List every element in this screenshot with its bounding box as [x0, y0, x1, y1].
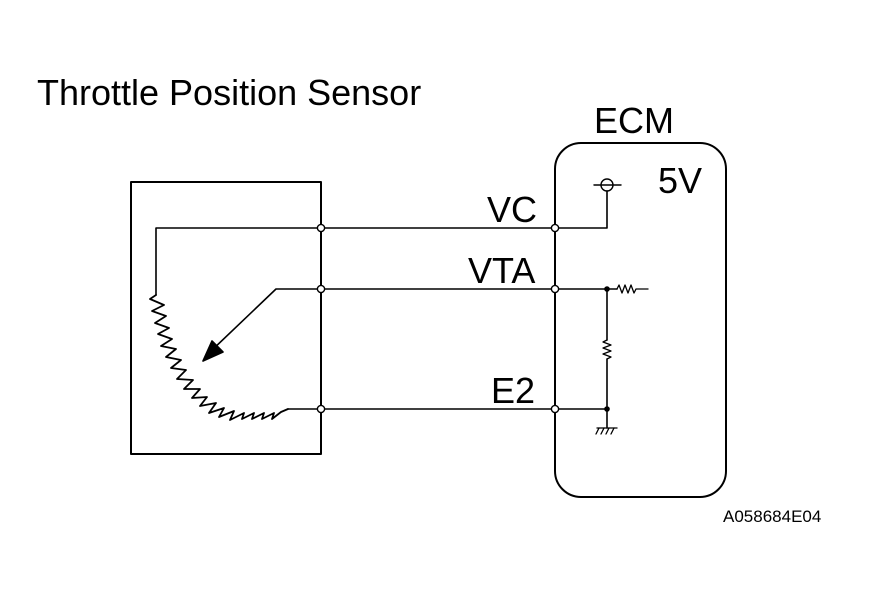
vc-internal-lead	[155, 227, 322, 296]
ecm-vc-terminal	[550, 223, 560, 233]
ground-node-dot	[604, 406, 610, 412]
vc-label: VC	[487, 189, 537, 230]
vc-supply-lead	[554, 190, 608, 229]
diagram-title: Throttle Position Sensor	[37, 72, 421, 113]
sensor-vta-terminal	[316, 284, 326, 294]
ecm-vta-terminal	[550, 284, 560, 294]
ecm-label: ECM	[594, 100, 674, 141]
vta-node-dot	[604, 286, 610, 292]
supply-voltage-label: 5V	[658, 160, 702, 201]
ecm-e2-terminal	[550, 404, 560, 414]
sensor-vc-terminal	[316, 223, 326, 233]
potentiometer-track	[149, 294, 289, 421]
e2-label: E2	[491, 370, 535, 411]
vta-label: VTA	[468, 250, 535, 291]
sensor-housing	[130, 181, 322, 455]
wiper-arm	[209, 288, 322, 353]
vta-pulldown-resistor	[602, 339, 612, 360]
figure-code: A058684E04	[723, 507, 821, 526]
vta-series-resistor	[616, 284, 649, 294]
sensor-e2-terminal	[316, 404, 326, 414]
wiper-arrowhead	[202, 340, 224, 362]
junction-dots	[316, 223, 560, 414]
ground-icon	[595, 427, 618, 435]
